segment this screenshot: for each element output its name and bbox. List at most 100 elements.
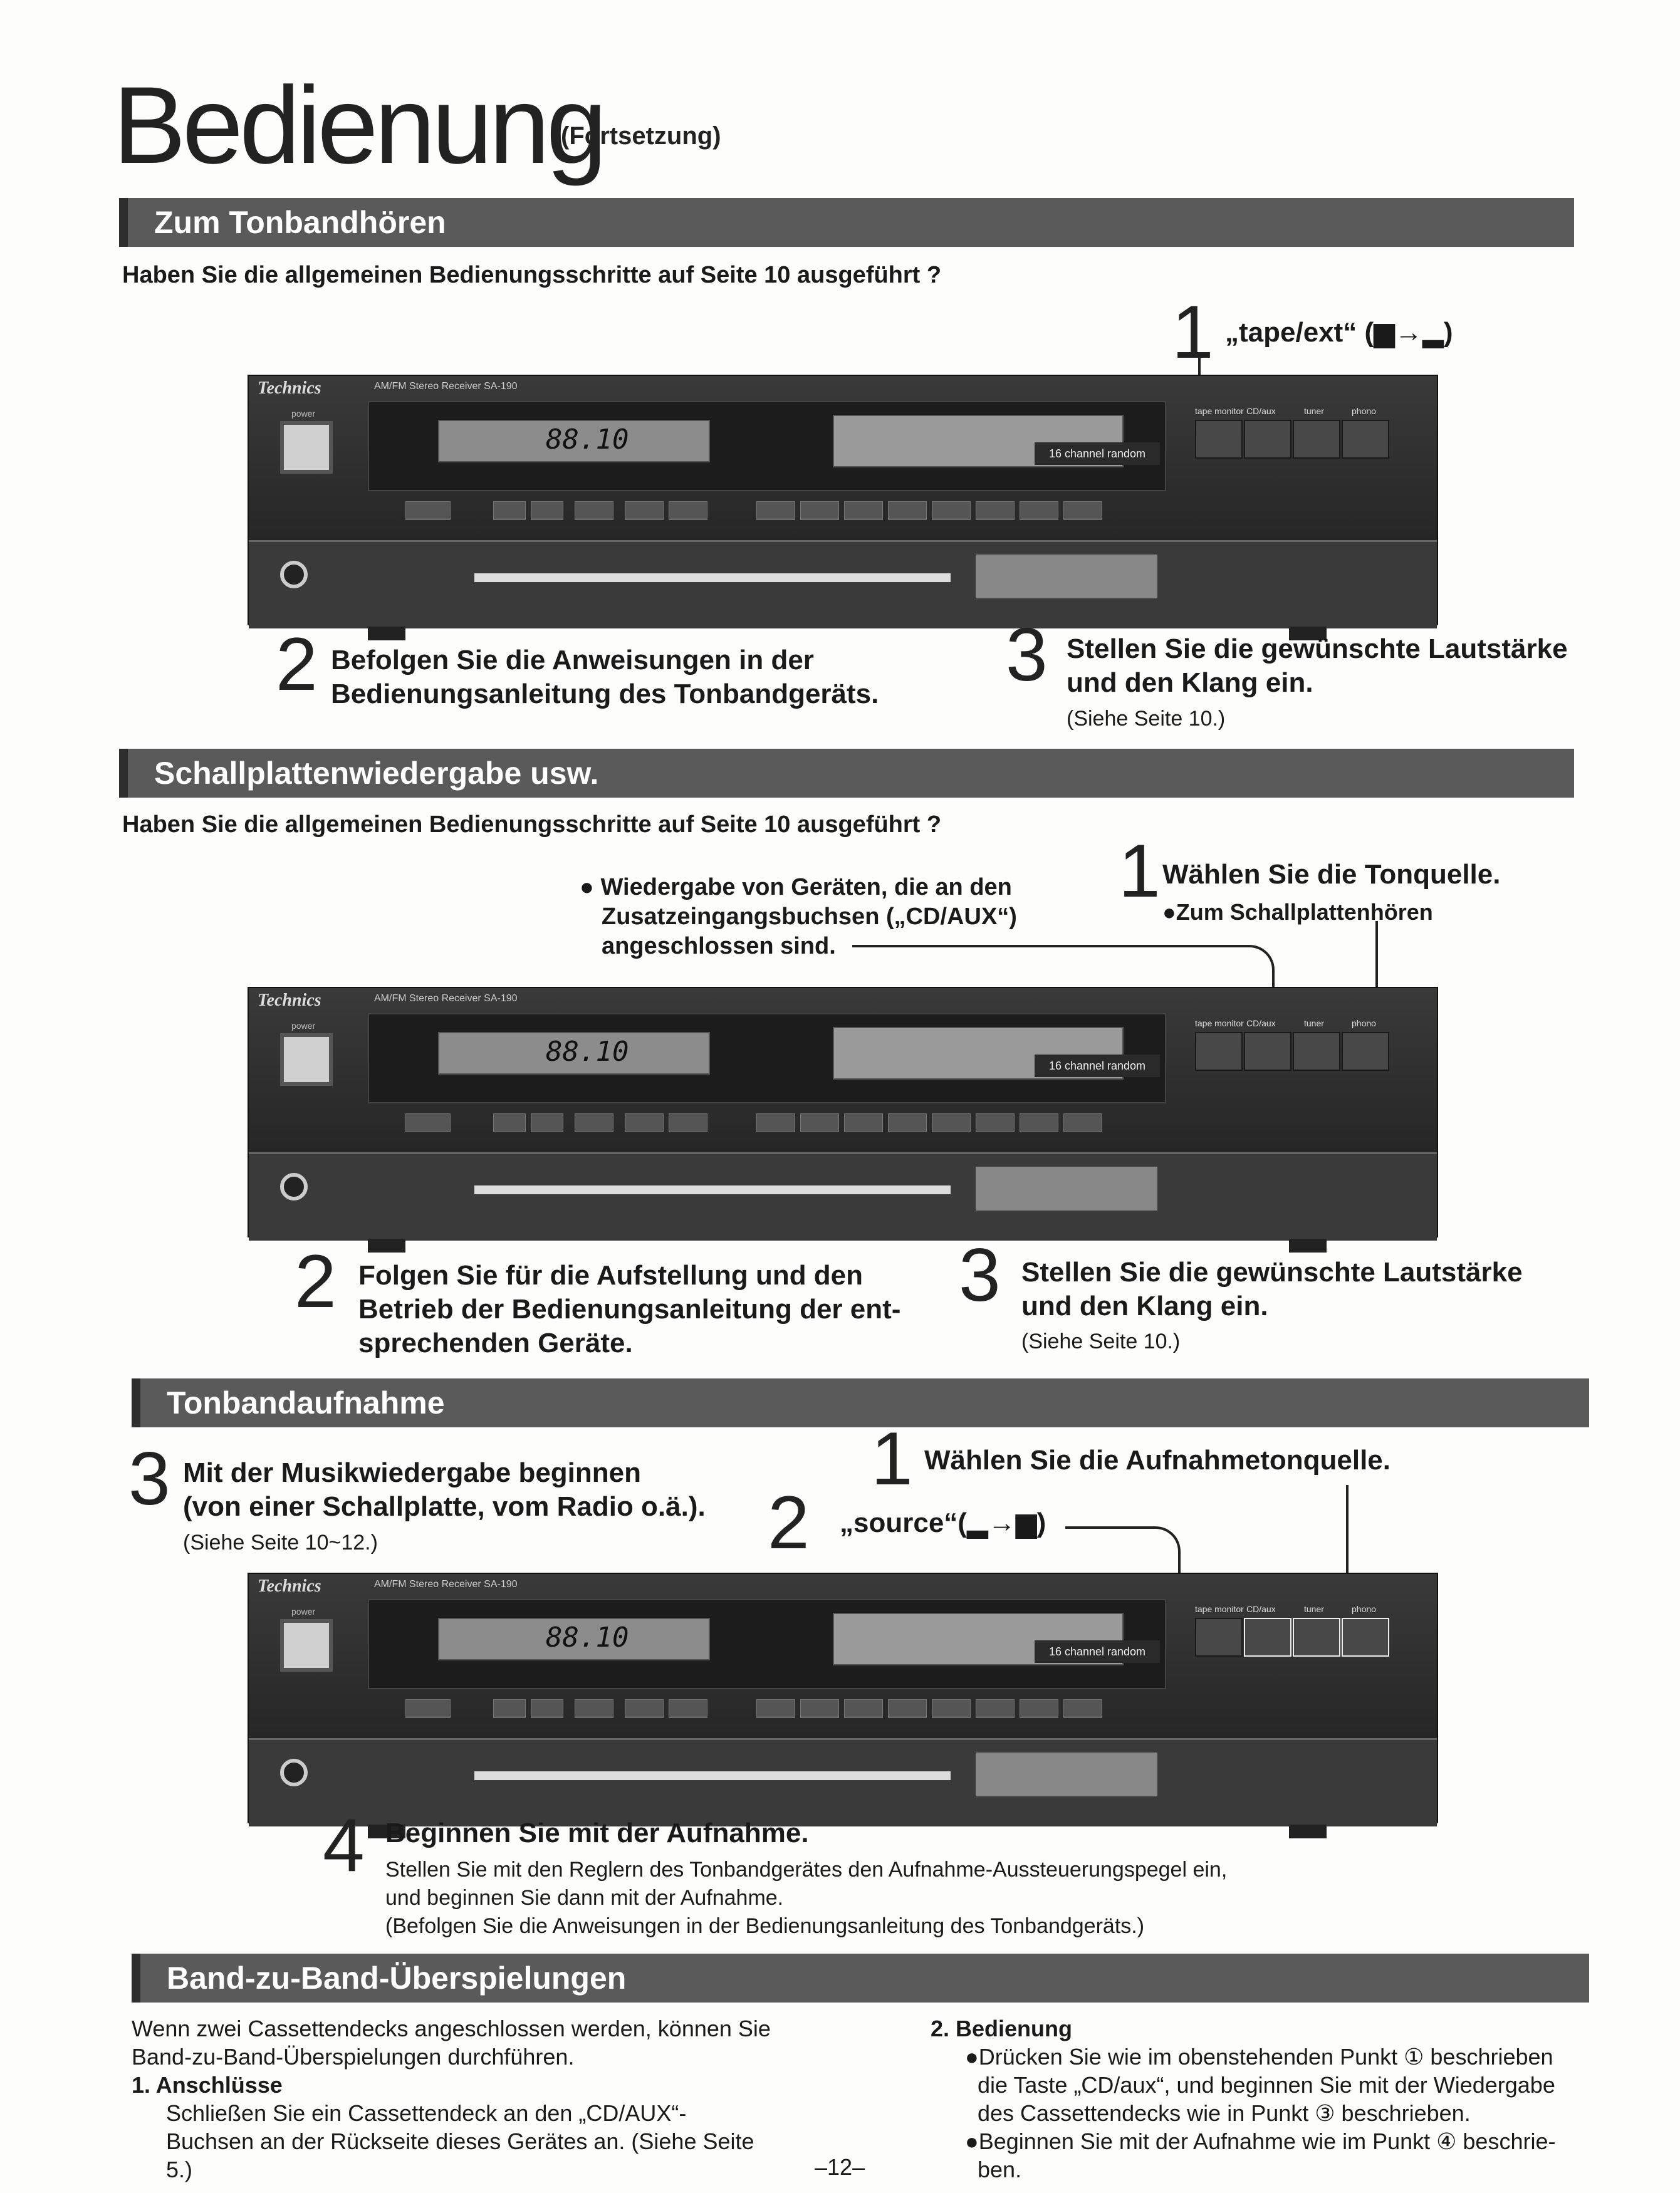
receiver-illustration: Technics AM/FM Stereo Receiver SA-190 po… <box>248 375 1438 640</box>
selector-label: CD/aux <box>1246 1018 1276 1028</box>
channel-readout: 16 channel random <box>1035 442 1160 465</box>
step-text: Wählen Sie die Tonquelle. <box>1162 859 1501 890</box>
subheading: 1. Anschlüsse <box>132 2072 283 2098</box>
preset-display: 16 channel random <box>833 1027 1160 1080</box>
phono-button <box>1342 420 1389 459</box>
step-number: 1 <box>1172 290 1214 374</box>
bullet-text: ben. <box>978 2157 1022 2182</box>
preset-display: 16 channel random <box>833 415 1160 467</box>
section-heading-band-zu-band: Band-zu-Band-Überspielungen <box>132 1954 1589 2003</box>
step-text: Stellen Sie die gewünschte Lautstärke <box>1067 633 1568 664</box>
frequency-readout: 88.10 <box>546 424 629 456</box>
power-button <box>280 1033 333 1086</box>
step-text: Bedienungsanleitung des Tonbandgeräts. <box>331 679 879 709</box>
frequency-display: 88.10 <box>438 1032 710 1075</box>
brand-logo: Technics <box>258 378 321 398</box>
step-text: (von einer Schallplatte, vom Radio o.ä.)… <box>183 1491 706 1522</box>
frequency-readout: 88.10 <box>546 1036 629 1068</box>
step-text: „source“(▂→▆) <box>840 1508 1046 1538</box>
step-text: Mit der Musikwiedergabe beginnen <box>183 1457 642 1488</box>
phono-button <box>1342 1618 1389 1657</box>
section-heading-tonbandaufnahme: Tonbandaufnahme <box>132 1378 1589 1427</box>
phones-jack <box>280 1173 308 1201</box>
step-number: 1 <box>871 1417 913 1501</box>
intro-text: Wenn zwei Cassettendecks angeschlossen w… <box>132 2016 771 2041</box>
cd-aux-button <box>1244 1032 1291 1071</box>
receiver-illustration: Technics AM/FM Stereo Receiver SA-190 po… <box>248 987 1438 1253</box>
channel-readout: 16 channel random <box>1035 1640 1160 1663</box>
step-body: und beginnen Sie dann mit der Aufnahme. <box>385 1886 784 1910</box>
bullet-text: ●Drücken Sie wie im obenstehenden Punkt … <box>965 2044 1553 2070</box>
power-button <box>280 1619 333 1672</box>
step-number: 2 <box>295 1239 337 1323</box>
model-label: AM/FM Stereo Receiver SA-190 <box>374 993 518 1004</box>
section-question: Haben Sie die allgemeinen Bedienungsschr… <box>122 262 942 288</box>
brand-logo: Technics <box>258 991 321 1010</box>
phones-jack <box>280 1759 308 1786</box>
aux-note: Zusatzeingangsbuchsen („CD/AUX“) <box>602 904 1017 930</box>
step-note: (Siehe Seite 10~12.) <box>183 1531 378 1555</box>
bullet-text: die Taste „CD/aux“, und beginnen Sie mit… <box>978 2072 1555 2098</box>
section-question: Haben Sie die allgemeinen Bedienungsschr… <box>122 811 942 838</box>
step-text: Befolgen Sie die Anweisungen in der <box>331 645 814 675</box>
tape-monitor-button <box>1195 1618 1243 1657</box>
intro-text: Band-zu-Band-Überspielungen durchführen. <box>132 2044 575 2070</box>
page-title: Bedienung <box>113 65 607 187</box>
step-number: 3 <box>1006 613 1048 697</box>
phones-jack <box>280 561 308 588</box>
aux-note: ● Wiedergabe von Geräten, die an den <box>580 874 1012 900</box>
step-number: 3 <box>128 1437 170 1521</box>
selector-label: tape monitor <box>1195 1604 1244 1614</box>
frequency-readout: 88.10 <box>546 1622 629 1654</box>
tuning-keys <box>368 1699 1164 1724</box>
subheading: 2. Bedienung <box>931 2016 1073 2041</box>
power-button <box>280 421 333 474</box>
step-subtext: ●Zum Schallplattenhören <box>1162 899 1433 925</box>
display-panel: 88.10 16 channel random <box>368 1013 1166 1103</box>
model-label: AM/FM Stereo Receiver SA-190 <box>374 381 518 392</box>
bullet-text: ●Beginnen Sie mit der Aufnahme wie im Pu… <box>965 2128 1556 2154</box>
selector-label: CD/aux <box>1246 1604 1276 1614</box>
step-text: Betrieb der Bedienungsanleitung der ent- <box>358 1294 901 1325</box>
volume-control <box>976 1167 1157 1211</box>
body-text: 5.) <box>166 2157 193 2182</box>
page-number: –12– <box>815 2154 865 2180</box>
step-number: 4 <box>323 1803 365 1887</box>
selector-label: phono <box>1352 1604 1376 1614</box>
volume-control <box>976 555 1157 598</box>
step-text: und den Klang ein. <box>1067 667 1313 698</box>
section-heading-schallplatten: Schallplattenwiedergabe usw. <box>119 749 1574 798</box>
cd-aux-button <box>1244 420 1291 459</box>
display-panel: 88.10 16 channel random <box>368 401 1166 491</box>
step-text: Folgen Sie für die Aufstellung und den <box>358 1260 863 1291</box>
power-label: power <box>291 409 316 419</box>
tuner-button <box>1293 1618 1340 1657</box>
power-label: power <box>291 1607 316 1617</box>
tuner-button <box>1293 1032 1340 1071</box>
selector-label: phono <box>1352 406 1376 416</box>
step-body: Stellen Sie mit den Reglern des Tonbandg… <box>385 1858 1228 1882</box>
section-heading-tonbandhoeren: Zum Tonbandhören <box>119 198 1574 247</box>
body-text: Schließen Sie ein Cassettendeck an den „… <box>166 2100 687 2126</box>
selector-label: CD/aux <box>1246 406 1276 416</box>
step-text: Wählen Sie die Aufnahmetonquelle. <box>924 1445 1391 1476</box>
selector-label: tape monitor <box>1195 1018 1244 1028</box>
selector-label: phono <box>1352 1018 1376 1028</box>
volume-control <box>976 1753 1157 1796</box>
step-number: 2 <box>276 622 318 706</box>
step-title: Beginnen Sie mit der Aufnahme. <box>385 1818 809 1848</box>
receiver-illustration: Technics AM/FM Stereo Receiver SA-190 po… <box>248 1573 1438 1838</box>
step-number: 1 <box>1119 829 1161 913</box>
step-text: Stellen Sie die gewünschte Lautstärke <box>1021 1257 1523 1288</box>
brand-logo: Technics <box>258 1576 321 1596</box>
aux-note: angeschlossen sind. <box>602 933 836 959</box>
tape-monitor-button <box>1195 1032 1243 1071</box>
frequency-display: 88.10 <box>438 1618 710 1660</box>
step-note: (Siehe Seite 10.) <box>1021 1330 1181 1353</box>
step-body: (Befolgen Sie die Anweisungen in der Bed… <box>385 1914 1145 1938</box>
page-subtitle: (Fortsetzung) <box>561 122 721 150</box>
step-number: 3 <box>959 1233 1001 1317</box>
tuning-keys <box>368 501 1164 526</box>
model-label: AM/FM Stereo Receiver SA-190 <box>374 1579 518 1590</box>
body-text: Buchsen an der Rückseite dieses Gerätes … <box>166 2128 754 2154</box>
